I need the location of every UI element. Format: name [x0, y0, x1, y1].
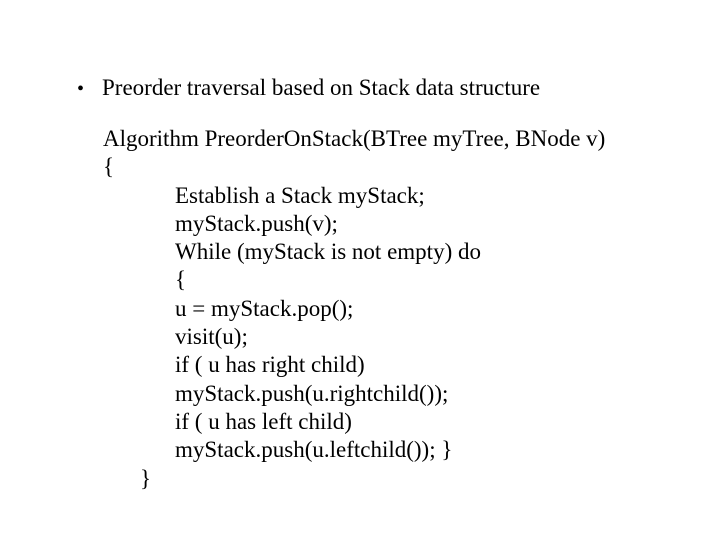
bullet-icon: • [77, 78, 85, 100]
code-line: myStack.push(v); [175, 210, 338, 236]
bullet-item: • Preorder traversal based on Stack data … [77, 74, 540, 103]
code-line: } [140, 465, 152, 491]
code-line: u = myStack.pop(); [175, 295, 354, 321]
code-line: myStack.push(u.leftchild()); } [175, 437, 453, 463]
code-line: Algorithm PreorderOnStack(BTree myTree, … [103, 126, 606, 151]
code-line: Establish a Stack myStack; [175, 182, 425, 208]
code-line: visit(u); [175, 324, 248, 350]
code-line: { [103, 154, 115, 180]
algorithm-block: Algorithm PreorderOnStack(BTree myTree, … [103, 125, 605, 493]
code-line: if ( u has left child) [175, 408, 352, 434]
code-line: myStack.push(u.rightchild()); [175, 380, 449, 406]
code-line: While (myStack is not empty) do [175, 239, 481, 265]
code-line: { [175, 267, 187, 293]
code-line: if ( u has right child) [175, 352, 365, 378]
bullet-text: Preorder traversal based on Stack data s… [102, 75, 541, 100]
